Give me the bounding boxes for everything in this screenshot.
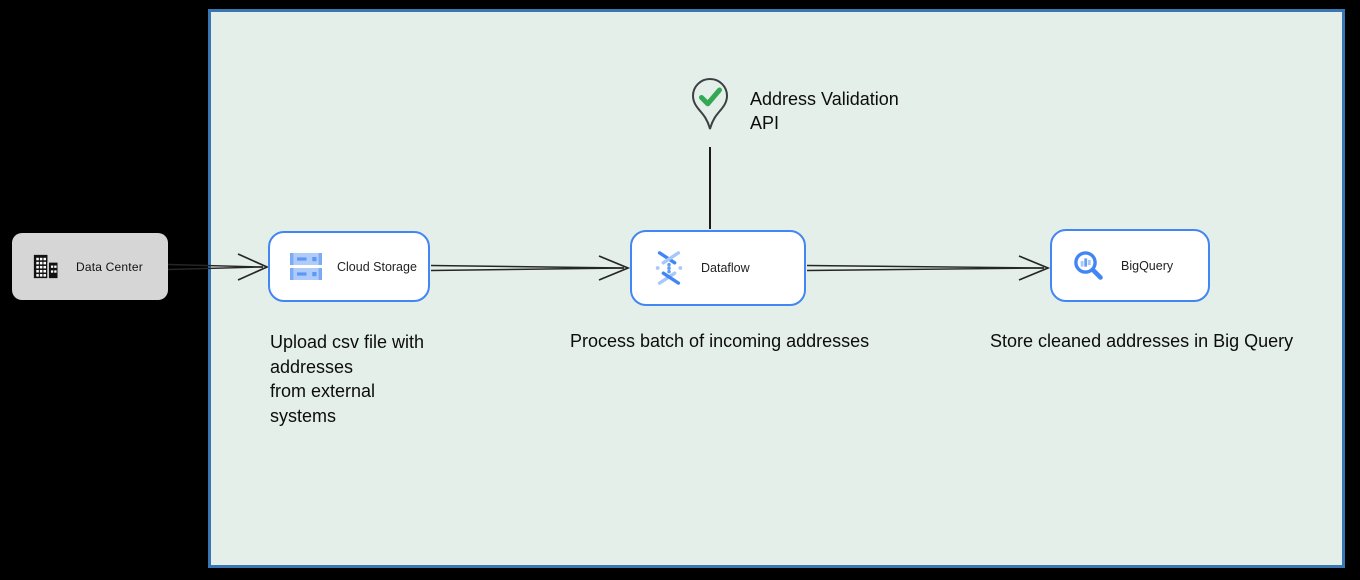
data-center-node: Data Center bbox=[12, 233, 168, 300]
map-pin-check-icon bbox=[691, 77, 729, 130]
note-store-cleaned: Store cleaned addresses in Big Query bbox=[990, 331, 1294, 351]
cloud-storage-node: Cloud Storage bbox=[268, 231, 430, 302]
cloud-storage-icon bbox=[290, 252, 322, 280]
api-marker-label: Address Validation API bbox=[750, 89, 899, 133]
note-process-batch: Process batch of incoming addresses bbox=[570, 331, 870, 351]
dataflow-label: Dataflow bbox=[701, 261, 750, 275]
data-center-label: Data Center bbox=[76, 259, 143, 274]
dataflow-node: Dataflow bbox=[630, 230, 806, 306]
building-icon bbox=[33, 254, 58, 279]
bigquery-label: BigQuery bbox=[1121, 258, 1174, 273]
cloud-storage-label: Cloud Storage bbox=[337, 259, 417, 274]
dataflow-icon bbox=[655, 251, 683, 285]
bigquery-icon bbox=[1074, 250, 1103, 280]
bigquery-node: BigQuery bbox=[1050, 229, 1210, 302]
note-upload-csv: Upload csv file with addresses from exte… bbox=[270, 332, 425, 426]
